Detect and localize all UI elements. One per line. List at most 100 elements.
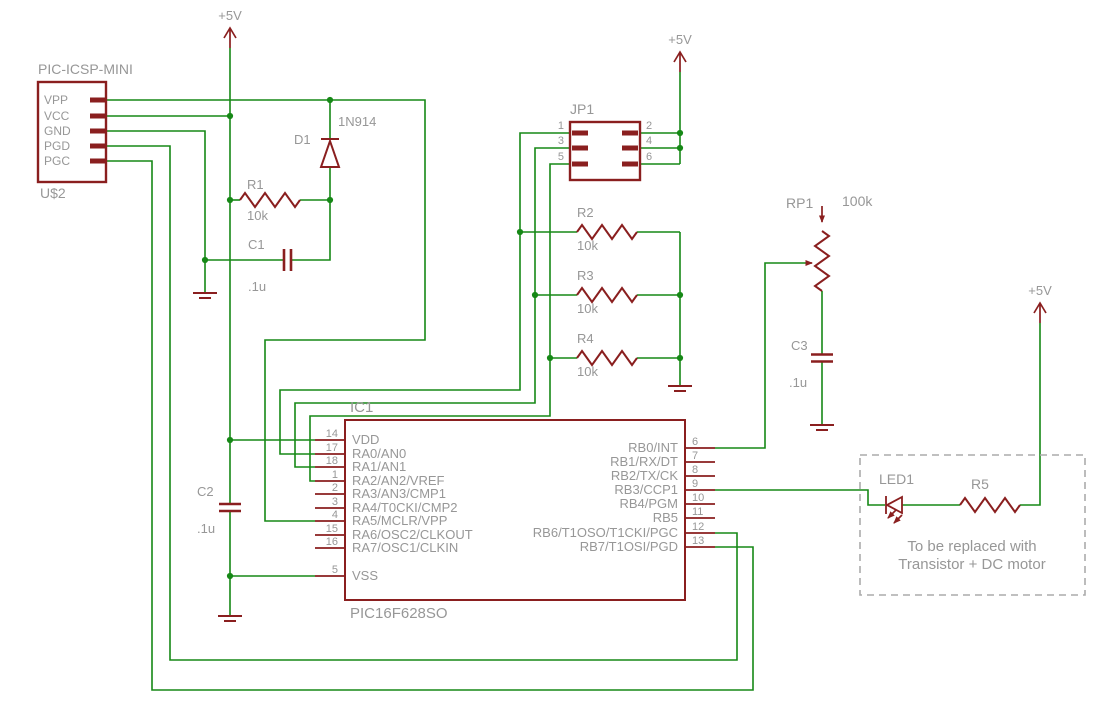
resistor-r3: R3 10k — [576, 268, 638, 316]
r1-value: 10k — [247, 208, 268, 223]
junction-dot — [676, 354, 684, 362]
junction-dot — [201, 256, 209, 264]
ic-pin-stubs-right — [685, 447, 715, 548]
jp1-pad — [572, 161, 588, 167]
r4-value: 10k — [577, 364, 598, 379]
ic1-pin-name: RB7/T1OSI/PGD — [580, 539, 678, 554]
ic1-pin-number: 6 — [692, 436, 698, 448]
ic1-pin-name: RB5 — [653, 510, 678, 525]
ic1-pin-name: RA1/AN1 — [352, 459, 406, 474]
led1-label: LED1 — [879, 471, 914, 487]
ic1-pin-name: VSS — [352, 568, 378, 583]
ic1-pin-number: 2 — [332, 482, 338, 494]
wire-pgd — [106, 145, 738, 661]
ic1-pin-name: RA6/OSC2/CLKOUT — [352, 527, 473, 542]
jp1-pin-number: 1 — [558, 120, 564, 132]
ic1-pin-number: 3 — [332, 496, 338, 508]
led-icon — [885, 495, 903, 515]
r1-label: R1 — [247, 177, 264, 192]
resistor-icon — [576, 287, 638, 303]
resistor-r4: R4 10k — [576, 331, 638, 379]
note-text-line2: Transistor + DC motor — [898, 556, 1045, 573]
wire-vpp — [106, 99, 426, 522]
ic1-pin-number: 9 — [692, 478, 698, 490]
junction-dot — [676, 291, 684, 299]
connector-pin-label: VCC — [44, 109, 70, 123]
jp1-pin-number: 6 — [646, 151, 652, 163]
junction-dots — [201, 96, 684, 580]
connector-title: PIC-ICSP-MINI — [38, 61, 133, 77]
potentiometer-rp1: RP1 100k — [786, 193, 873, 292]
ground-icon — [217, 615, 243, 622]
connector-pad — [90, 128, 106, 134]
rp1-label: RP1 — [786, 195, 813, 211]
wire-r5-5v — [1020, 323, 1041, 506]
c1-value: .1u — [248, 279, 266, 294]
ic1-pin-number: 4 — [332, 509, 338, 521]
note-box: LED1 To be replaced with Transistor + DC… — [859, 454, 1086, 596]
icsp-connector: PIC-ICSP-MINI U$2 VPP VCC GND PGD PGC — [36, 61, 133, 201]
ic1-pin-number: 11 — [692, 506, 703, 518]
c2-value: .1u — [197, 521, 215, 536]
d1-value: 1N914 — [338, 114, 376, 129]
ic-pin-stubs-left — [315, 439, 345, 577]
r3-value: 10k — [577, 301, 598, 316]
jumper-jp1: JP1 1 3 5 2 4 6 — [558, 101, 652, 182]
wire-gnd — [106, 130, 206, 292]
wires — [106, 48, 1041, 691]
resistor-icon — [576, 350, 638, 366]
ic1-pin-number: 7 — [692, 450, 698, 462]
plus5v-label: +5V — [668, 32, 692, 47]
ic1-pin-name: RA0/AN0 — [352, 446, 406, 461]
capacitor-c3: C3 .1u — [789, 338, 835, 390]
connector-pin-label: GND — [44, 124, 71, 138]
jp1-pin-number: 5 — [558, 151, 564, 163]
ic1-pin-number: 13 — [692, 535, 704, 547]
c1-label: C1 — [248, 237, 265, 252]
resistor-icon — [959, 497, 1021, 513]
junction-dot — [516, 228, 524, 236]
c3-value: .1u — [789, 375, 807, 390]
connector-pad — [90, 158, 106, 164]
wire-rb3-led — [715, 489, 885, 506]
ic1-pin-name: RA5/MCLR/VPP — [352, 513, 447, 528]
r4-label: R4 — [577, 331, 594, 346]
capacitor-c2: C2 .1u — [197, 484, 243, 536]
ground-icon — [192, 292, 218, 299]
resistor-icon — [576, 224, 638, 240]
ic1-pin-name: RB2/TX/CK — [611, 468, 679, 483]
junction-dot — [676, 144, 684, 152]
ic1-pin-number: 18 — [326, 455, 338, 467]
plus5v-label: +5V — [1028, 283, 1052, 298]
r2-label: R2 — [577, 205, 594, 220]
junction-dot — [226, 196, 234, 204]
capacitor-icon — [217, 502, 243, 513]
diode-d1: D1 1N914 — [294, 114, 376, 168]
connector-designator: U$2 — [40, 185, 66, 201]
wire-d1-bottom — [291, 167, 331, 261]
resistor-r5: R5 — [959, 476, 1021, 513]
capacitor-c1: C1 .1u — [248, 237, 293, 294]
ic1-pin-number: 15 — [326, 523, 338, 535]
r3-label: R3 — [577, 268, 594, 283]
d1-label: D1 — [294, 132, 311, 147]
ic1-pin-number: 1 — [332, 469, 338, 481]
ground-icon — [809, 424, 835, 431]
connector-pin-label: VPP — [44, 93, 68, 107]
wire-pgc — [106, 160, 754, 691]
capacitor-icon — [809, 353, 835, 363]
led-emission-arrow-icon — [893, 514, 903, 524]
ic1-pin-number: 14 — [326, 428, 338, 440]
resistor-r2: R2 10k — [576, 205, 638, 253]
junction-dot — [676, 129, 684, 137]
ic1-pin-name: RA3/AN3/CMP1 — [352, 486, 446, 501]
resistor-icon — [239, 192, 301, 208]
ic1-pin-number: 10 — [692, 492, 704, 504]
junction-dot — [226, 112, 234, 120]
ic1-pin-number: 16 — [326, 536, 338, 548]
ic1-pin-name: RA4/T0CKI/CMP2 — [352, 500, 457, 515]
resistor-r1: R1 10k — [239, 177, 301, 223]
jp1-pad — [622, 130, 638, 136]
